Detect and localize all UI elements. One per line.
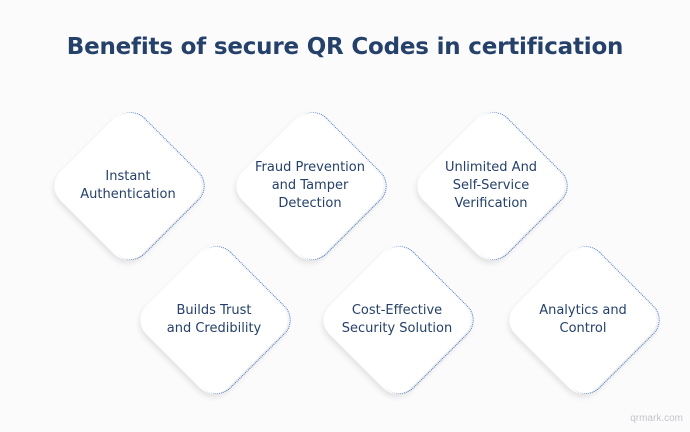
benefit-label: Fraud Prevention and Tamper Detection bbox=[255, 160, 365, 211]
benefit-card-cost-effective: Cost-Effective Security Solution bbox=[314, 237, 483, 403]
page-title: Benefits of secure QR Codes in certifica… bbox=[66, 34, 624, 60]
benefit-label: Instant Authentication bbox=[80, 169, 176, 202]
benefit-label: Builds Trust and Credibility bbox=[166, 303, 262, 336]
benefit-card-fraud-prevention: Fraud Prevention and Tamper Detection bbox=[227, 103, 396, 269]
benefit-label: Unlimited And Self-Service Verification bbox=[444, 160, 538, 211]
benefit-label: Cost-Effective Security Solution bbox=[341, 303, 453, 336]
benefit-card-builds-trust: Builds Trust and Credibility bbox=[131, 237, 300, 403]
benefit-card-unlimited-verification: Unlimited And Self-Service Verification bbox=[408, 103, 577, 269]
benefit-card-instant-authentication: Instant Authentication bbox=[45, 103, 214, 269]
benefit-label: Analytics and Control bbox=[539, 303, 627, 336]
watermark: qrmark.com bbox=[630, 413, 683, 424]
benefit-card-analytics-control: Analytics and Control bbox=[500, 237, 669, 403]
